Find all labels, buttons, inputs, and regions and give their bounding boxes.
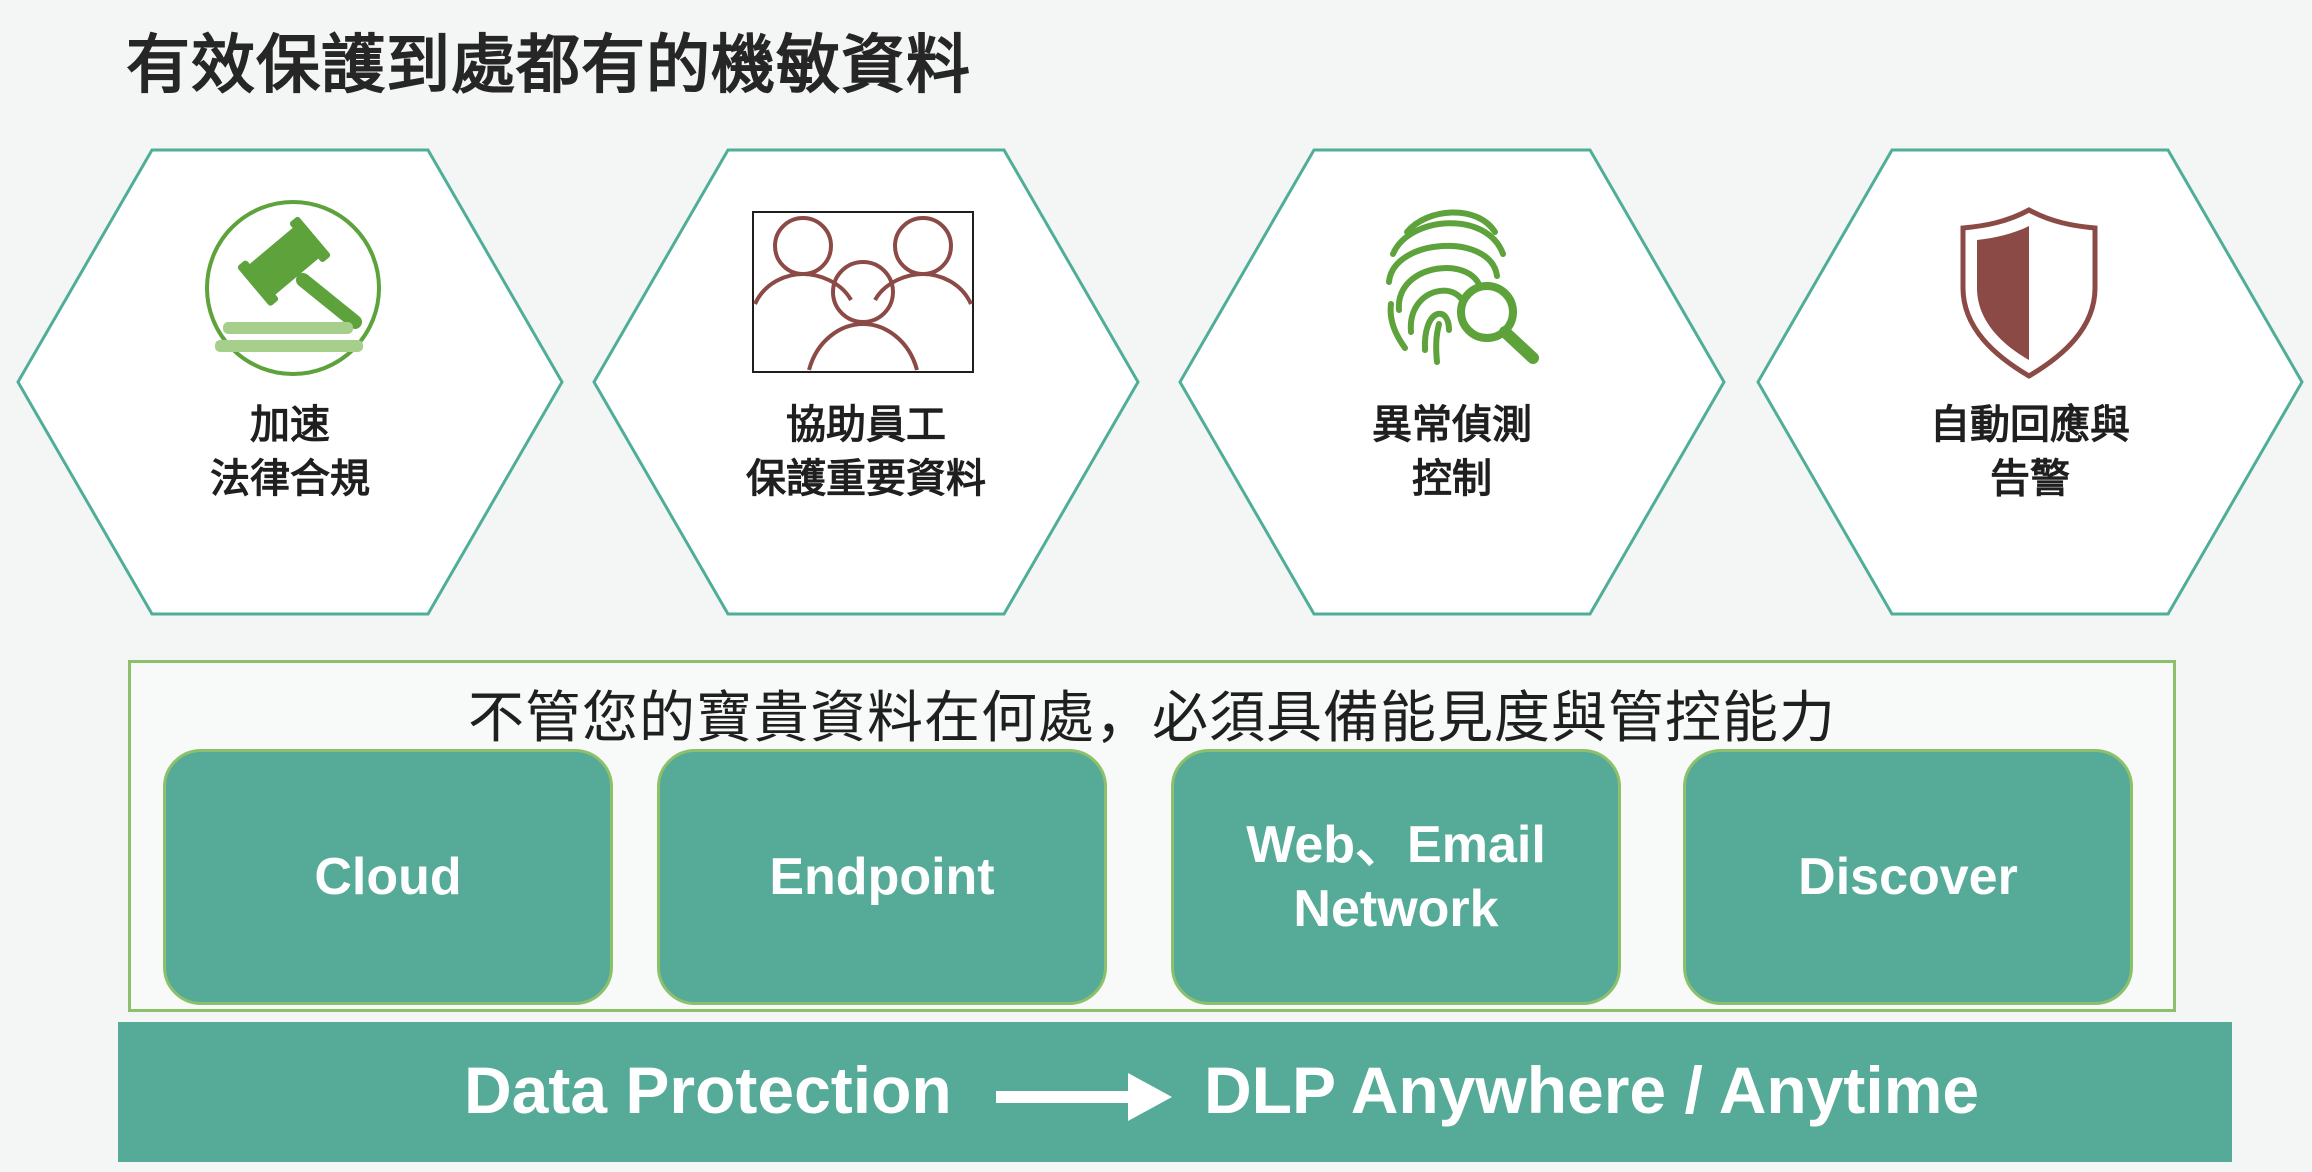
pillar-label: 異常偵測 控制	[1372, 402, 1532, 502]
gavel-icon	[175, 192, 405, 382]
pillar-response: 自動回應與 告警	[1754, 146, 2306, 618]
channel-cloud: Cloud	[163, 749, 613, 1005]
pillar-label: 自動回應與 告警	[1930, 402, 2130, 502]
channel-endpoint: Endpoint	[657, 749, 1107, 1005]
pillar-anomaly: 異常偵測 控制	[1176, 146, 1728, 618]
fingerprint-icon	[1337, 192, 1567, 382]
page-title: 有效保護到處都有的機敏資料	[126, 29, 971, 103]
channel-discover: Discover	[1683, 749, 2133, 1005]
pillar-row: 加速 法律合規 協助員工 保護重要資料	[14, 146, 2306, 618]
employees-icon	[751, 192, 981, 382]
pillar-label: 加速 法律合規	[210, 402, 370, 502]
channel-web-email-network: Web、Email Network	[1171, 749, 1621, 1005]
right-arrow-icon	[996, 1064, 1176, 1140]
shield-icon	[1915, 192, 2145, 382]
data-protection-banner: Data Protection DLP Anywhere / Anytime	[118, 1022, 2232, 1162]
banner-right-text: DLP Anywhere / Anytime	[1204, 1053, 1980, 1127]
pillar-label: 協助員工 保護重要資料	[746, 402, 986, 502]
banner-left-text: Data Protection	[464, 1053, 952, 1127]
pillar-employees: 協助員工 保護重要資料	[590, 146, 1142, 618]
pillar-compliance: 加速 法律合規	[14, 146, 566, 618]
visibility-panel: 不管您的寶貴資料在何處，必須具備能見度與管控能力 Cloud Endpoint …	[128, 660, 2176, 1012]
visibility-title: 不管您的寶貴資料在何處，必須具備能見度與管控能力	[468, 686, 1836, 751]
